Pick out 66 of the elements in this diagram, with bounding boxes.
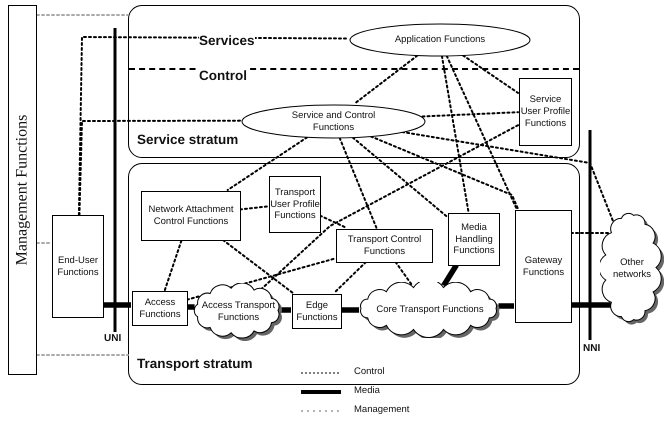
stratum-panel [128,163,580,385]
node-label: Service and Control Functions [290,110,376,134]
stratum-panel [128,5,580,158]
function-box [292,294,342,329]
function-box [52,215,104,318]
connector-line [78,120,241,216]
layer-title: Services [199,33,255,48]
connector-line [338,136,378,229]
layer-title: Control [199,68,247,83]
connector-line [333,261,367,294]
function-box [132,291,188,326]
function-box [448,213,500,266]
management-panel [8,5,37,375]
connector-line [440,55,470,213]
function-box [519,78,572,146]
connector-line [104,302,131,308]
connector-line [446,54,518,210]
connector-line [462,54,519,94]
connector-line [36,242,53,244]
node-label: Core Transport Functions [376,304,484,316]
legend-text: Media [354,385,380,396]
legend-text: Management [354,404,410,415]
node-label: Access Functions [138,296,182,320]
connector-line [370,135,520,210]
node-label: End-User Functions [56,254,100,278]
node-label: Other networks [612,257,652,281]
node-label: Gateway Functions [522,254,566,278]
stratum-title: Transport stratum [137,356,253,371]
connector-line [36,14,129,16]
node-label: Service User Profile Functions [520,94,571,130]
connector-line [239,205,269,210]
ellipse-node [241,104,426,139]
node-label: Transport User Profile Functions [270,186,320,222]
connector-line [319,214,348,229]
connector-line [441,264,459,287]
connector-line [352,136,448,218]
connector-line [354,54,418,104]
node-label: Media Handling Functions [452,222,496,258]
connector-line [36,354,129,356]
connector-line [571,302,611,308]
connector-line [422,111,519,118]
connector-line [222,239,294,294]
ellipse-node [349,23,531,57]
function-box [336,229,433,263]
node-label: Application Functions [394,34,486,46]
node-label: Edge Functions [295,300,339,324]
connector-line [280,307,291,313]
node-label: Transport Control Functions [346,234,422,258]
connector-line [78,36,350,216]
connector-line [341,307,360,313]
function-box [515,210,572,323]
connector-line [394,261,414,287]
node-label: Management Functions [12,114,32,266]
function-box [269,176,321,233]
function-box [141,191,241,241]
legend-text: Control [354,366,385,377]
stratum-title: Service stratum [137,132,238,147]
interface-label: UNI [104,333,122,344]
connector-line [260,124,519,291]
connector-line [570,232,612,234]
connector-line [498,303,514,309]
interface-label: NNI [583,343,600,354]
connector-line [226,136,308,191]
node-label: Network Attachment Control Functions [147,204,234,228]
connector-line [164,239,183,291]
node-label: Access Transport Functions [201,300,276,324]
